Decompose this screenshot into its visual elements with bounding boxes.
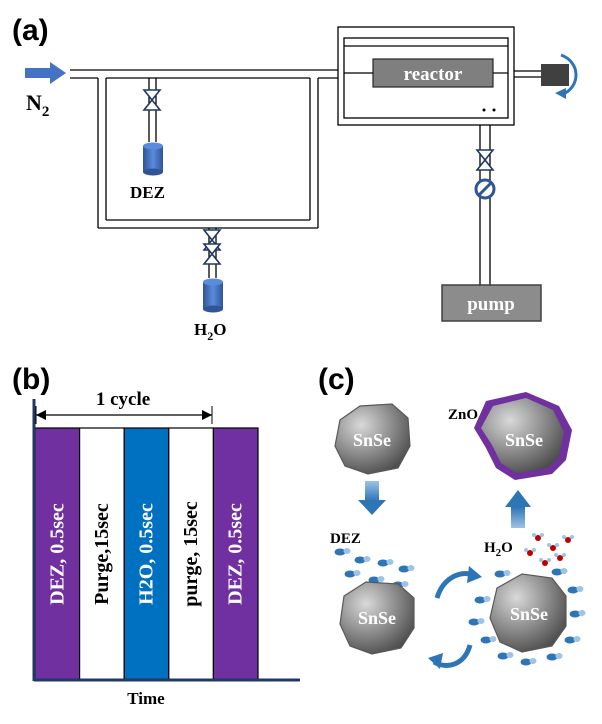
pulse-bar-1	[34, 427, 81, 681]
pulse-sequence: DEZ, 0.5sec Purge,15sec H2O, 0.5sec purge, …	[34, 427, 259, 681]
water-molecules	[524, 533, 574, 566]
n2-inlet-arrow-icon	[25, 62, 66, 84]
snse-particle-ligand-covered: SnSe	[489, 573, 567, 653]
dez-label: DEZ	[130, 183, 165, 202]
snse-particle-initial: SnSe	[334, 403, 411, 475]
snse-label-coated: SnSe	[505, 430, 543, 450]
panel-c: (c) SnSe SnSe ZnO DEZ H2O	[318, 363, 586, 669]
rotation-arrow-icon	[555, 53, 578, 99]
pulse-bar-4	[168, 427, 215, 681]
panel-a: (a) N2	[12, 14, 578, 343]
dez-label-c: DEZ	[330, 531, 361, 547]
pulse-bar-label-4: purge, 15sec	[180, 501, 202, 607]
snse-particle-dez-exposed: SnSe	[339, 581, 415, 655]
cycle-arrows-icon	[428, 566, 482, 669]
h2o-label-c: H2O	[484, 540, 513, 559]
time-axis-label: Time	[127, 689, 165, 708]
panel-b-label: (b)	[12, 363, 50, 396]
pulse-bar-label-2: Purge,15sec	[91, 503, 113, 605]
pulse-bar-label-3: H2O, 0.5sec	[136, 503, 158, 605]
pulse-bar-5	[212, 427, 259, 681]
throttle-valve-icon	[474, 178, 496, 200]
cycle-label: 1 cycle	[96, 389, 150, 410]
snse-label-initial: SnSe	[353, 430, 391, 450]
pulse-bar-3	[123, 427, 170, 681]
snse-label-ligand: SnSe	[510, 604, 548, 624]
h2o-dose-arrow-icon	[505, 490, 531, 528]
snse-label-dez: SnSe	[358, 608, 396, 628]
dez-bottle-icon	[143, 142, 163, 176]
pulse-bar-2	[78, 427, 125, 681]
reactor-chamber: reactor	[337, 26, 515, 126]
n2-label: N2	[26, 90, 49, 120]
time-axis	[32, 399, 300, 682]
motor-icon	[514, 64, 569, 86]
pulse-bar-label-1: DEZ, 0.5sec	[46, 503, 68, 605]
cycle-span-arrow-icon	[35, 406, 213, 424]
panel-c-label: (c)	[318, 363, 355, 396]
panel-a-label: (a)	[12, 14, 49, 47]
pulse-bar-label-5: DEZ, 0.5sec	[225, 503, 247, 605]
h2o-bottle-icon	[203, 278, 223, 313]
zno-coated-snse-particle: SnSe	[474, 392, 572, 480]
panel-b: (b) 1 cycle DEZ, 0.5sec Purge,15sec H2O, 0…	[12, 363, 300, 708]
zno-label: ZnO	[448, 407, 478, 423]
h2o-valve-2-icon	[203, 243, 221, 265]
dez-dose-arrow-icon	[358, 481, 386, 515]
pump-box: pump	[441, 284, 542, 322]
gas-line-network	[70, 69, 491, 285]
pump-label: pump	[467, 294, 515, 315]
dez-valve-icon	[143, 89, 161, 111]
reactor-label: reactor	[404, 64, 463, 85]
h2o-label-a: H2O	[194, 320, 226, 343]
